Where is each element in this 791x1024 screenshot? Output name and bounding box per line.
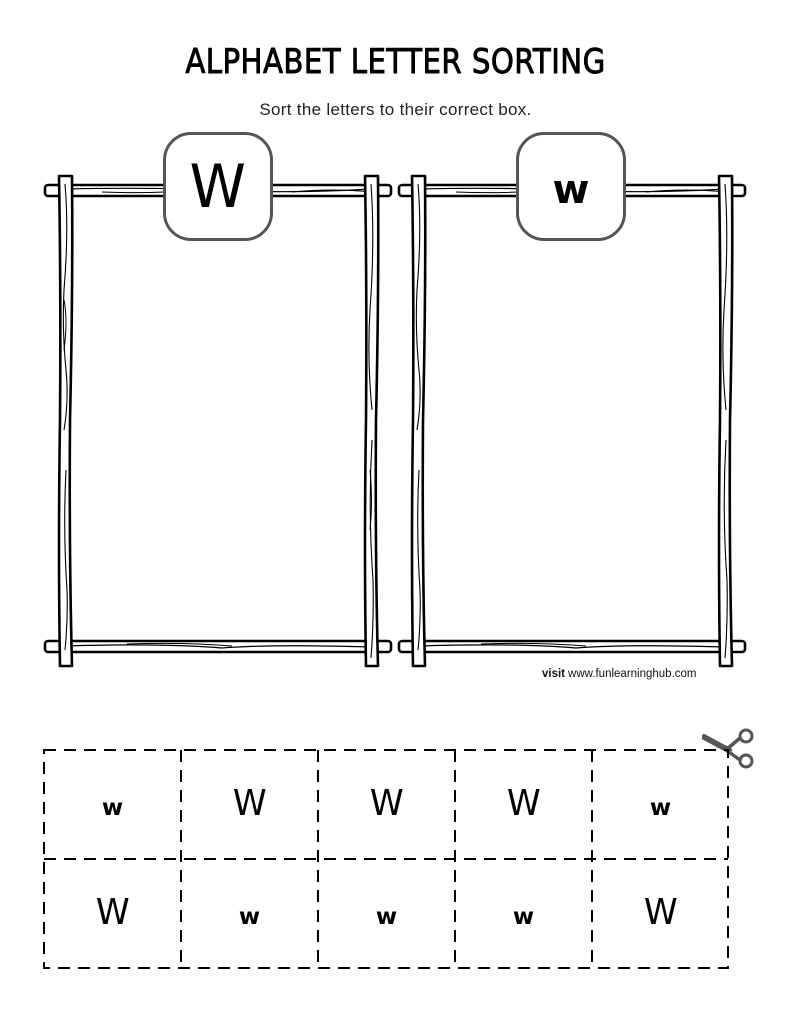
letter-card[interactable]: w: [318, 859, 455, 969]
sorting-box-lowercase[interactable]: [396, 170, 748, 670]
card-letter: w: [375, 904, 398, 930]
card-letter: W: [506, 782, 541, 824]
card-letter: W: [95, 891, 130, 933]
instructions-text: Sort the letters to their correct box.: [259, 100, 532, 119]
letter-card[interactable]: w: [181, 859, 318, 969]
card-letter: W: [643, 891, 678, 933]
letter-card[interactable]: W: [44, 859, 181, 969]
credit-prefix: visit: [542, 668, 566, 680]
letter-card[interactable]: W: [318, 750, 455, 860]
wooden-frame-icon: [397, 174, 747, 668]
card-letter: w: [512, 904, 535, 930]
letter-card[interactable]: w: [44, 750, 181, 860]
sorting-box-uppercase[interactable]: [42, 170, 394, 670]
dashed-cut-lines: [43, 749, 729, 969]
letter-card[interactable]: W: [181, 750, 318, 860]
letter-card[interactable]: w: [455, 859, 592, 969]
card-letter: w: [649, 795, 672, 821]
wooden-frame-icon: [43, 174, 393, 668]
scissors-icon: [701, 728, 754, 769]
letter-card[interactable]: W: [592, 859, 729, 969]
card-letter: w: [238, 904, 261, 930]
uppercase-label: W: [189, 151, 247, 222]
page-title: ALPHABET LETTER SORTING: [185, 42, 606, 83]
credit-url: www.funlearninghub.com: [568, 668, 697, 680]
lowercase-label-box: w: [516, 132, 626, 241]
uppercase-label-box: W: [163, 132, 273, 241]
card-letter: W: [232, 782, 267, 824]
cut-out-card-grid: w W W W w W w w w W: [43, 749, 729, 969]
lowercase-label: w: [552, 166, 590, 213]
card-letter: W: [369, 782, 404, 824]
letter-card[interactable]: W: [455, 750, 592, 860]
card-letter: w: [101, 795, 124, 821]
letter-card[interactable]: w: [592, 750, 729, 860]
